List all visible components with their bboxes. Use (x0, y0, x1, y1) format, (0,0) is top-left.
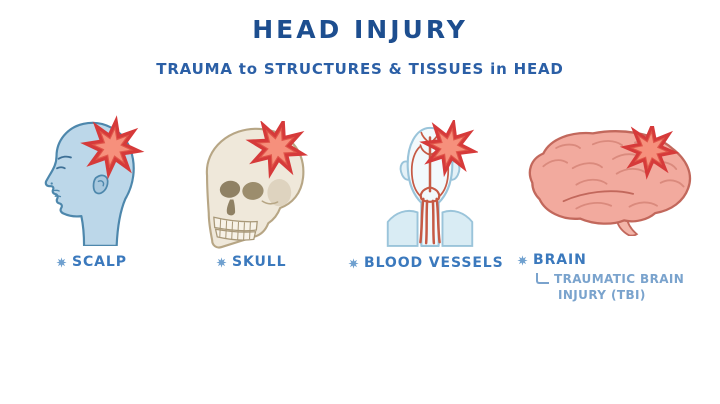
blood-vessels-figure (382, 117, 480, 254)
shoulder-left (386, 209, 419, 247)
eye-socket-left (219, 180, 241, 198)
blood-vessels-label: BLOOD VESSELS (348, 255, 504, 271)
brain-label-text: BRAIN (533, 252, 587, 268)
tbi-sublabel-line1: TRAUMATIC BRAIN (536, 272, 684, 286)
page-subtitle: TRAUMA to STRUCTURES & TISSUES in HEAD (156, 60, 564, 78)
impact-starburst-icon (80, 115, 145, 180)
head-profile-illustration (44, 115, 145, 247)
scalp-label: SCALP (56, 254, 127, 270)
blood-vessels-label-text: BLOOD VESSELS (364, 255, 504, 271)
scalp-figure (33, 115, 155, 250)
brain-label: BRAIN (517, 252, 587, 268)
sylvian-fissure (562, 190, 635, 203)
impact-starburst-icon (419, 117, 480, 178)
skull-label: SKULL (216, 254, 286, 270)
ear (92, 174, 109, 195)
asterisk-marker-icon (348, 257, 359, 269)
shoulder-right (441, 209, 474, 247)
skull-illustration (205, 116, 309, 249)
head-vessels-illustration (386, 117, 480, 248)
impact-starburst-icon (245, 116, 309, 179)
tbi-sublabel-line2: INJURY (TBI) (558, 288, 646, 302)
lip-line (53, 189, 62, 198)
brain-illustration (528, 119, 692, 237)
temporal-shading (267, 179, 292, 207)
eyebrow-line (57, 155, 72, 160)
inner-ear-line (97, 180, 105, 187)
elbow-connector-icon (536, 273, 549, 284)
nostril (50, 182, 53, 185)
tbi-sublabel-line2-text: INJURY (TBI) (558, 288, 646, 302)
artery-network (410, 131, 450, 245)
asterisk-marker-icon (216, 256, 227, 268)
tbi-sublabel-line1-text: TRAUMATIC BRAIN (554, 272, 685, 286)
teeth-separators (219, 218, 251, 240)
eye-line (56, 166, 66, 170)
upper-teeth (213, 216, 258, 232)
nasal-aperture (226, 199, 236, 216)
page-title: HEAD INJURY (252, 15, 468, 44)
eye-socket-right (242, 182, 264, 200)
brain-figure (521, 119, 705, 240)
asterisk-marker-icon (517, 254, 528, 266)
skull-figure (196, 116, 315, 253)
asterisk-marker-icon (56, 256, 67, 268)
cerebrum-outline (528, 130, 692, 225)
skull-label-text: SKULL (232, 254, 287, 270)
scalp-label-text: SCALP (72, 254, 127, 270)
impact-starburst-icon (619, 119, 680, 180)
cheekbone-line (261, 200, 279, 205)
